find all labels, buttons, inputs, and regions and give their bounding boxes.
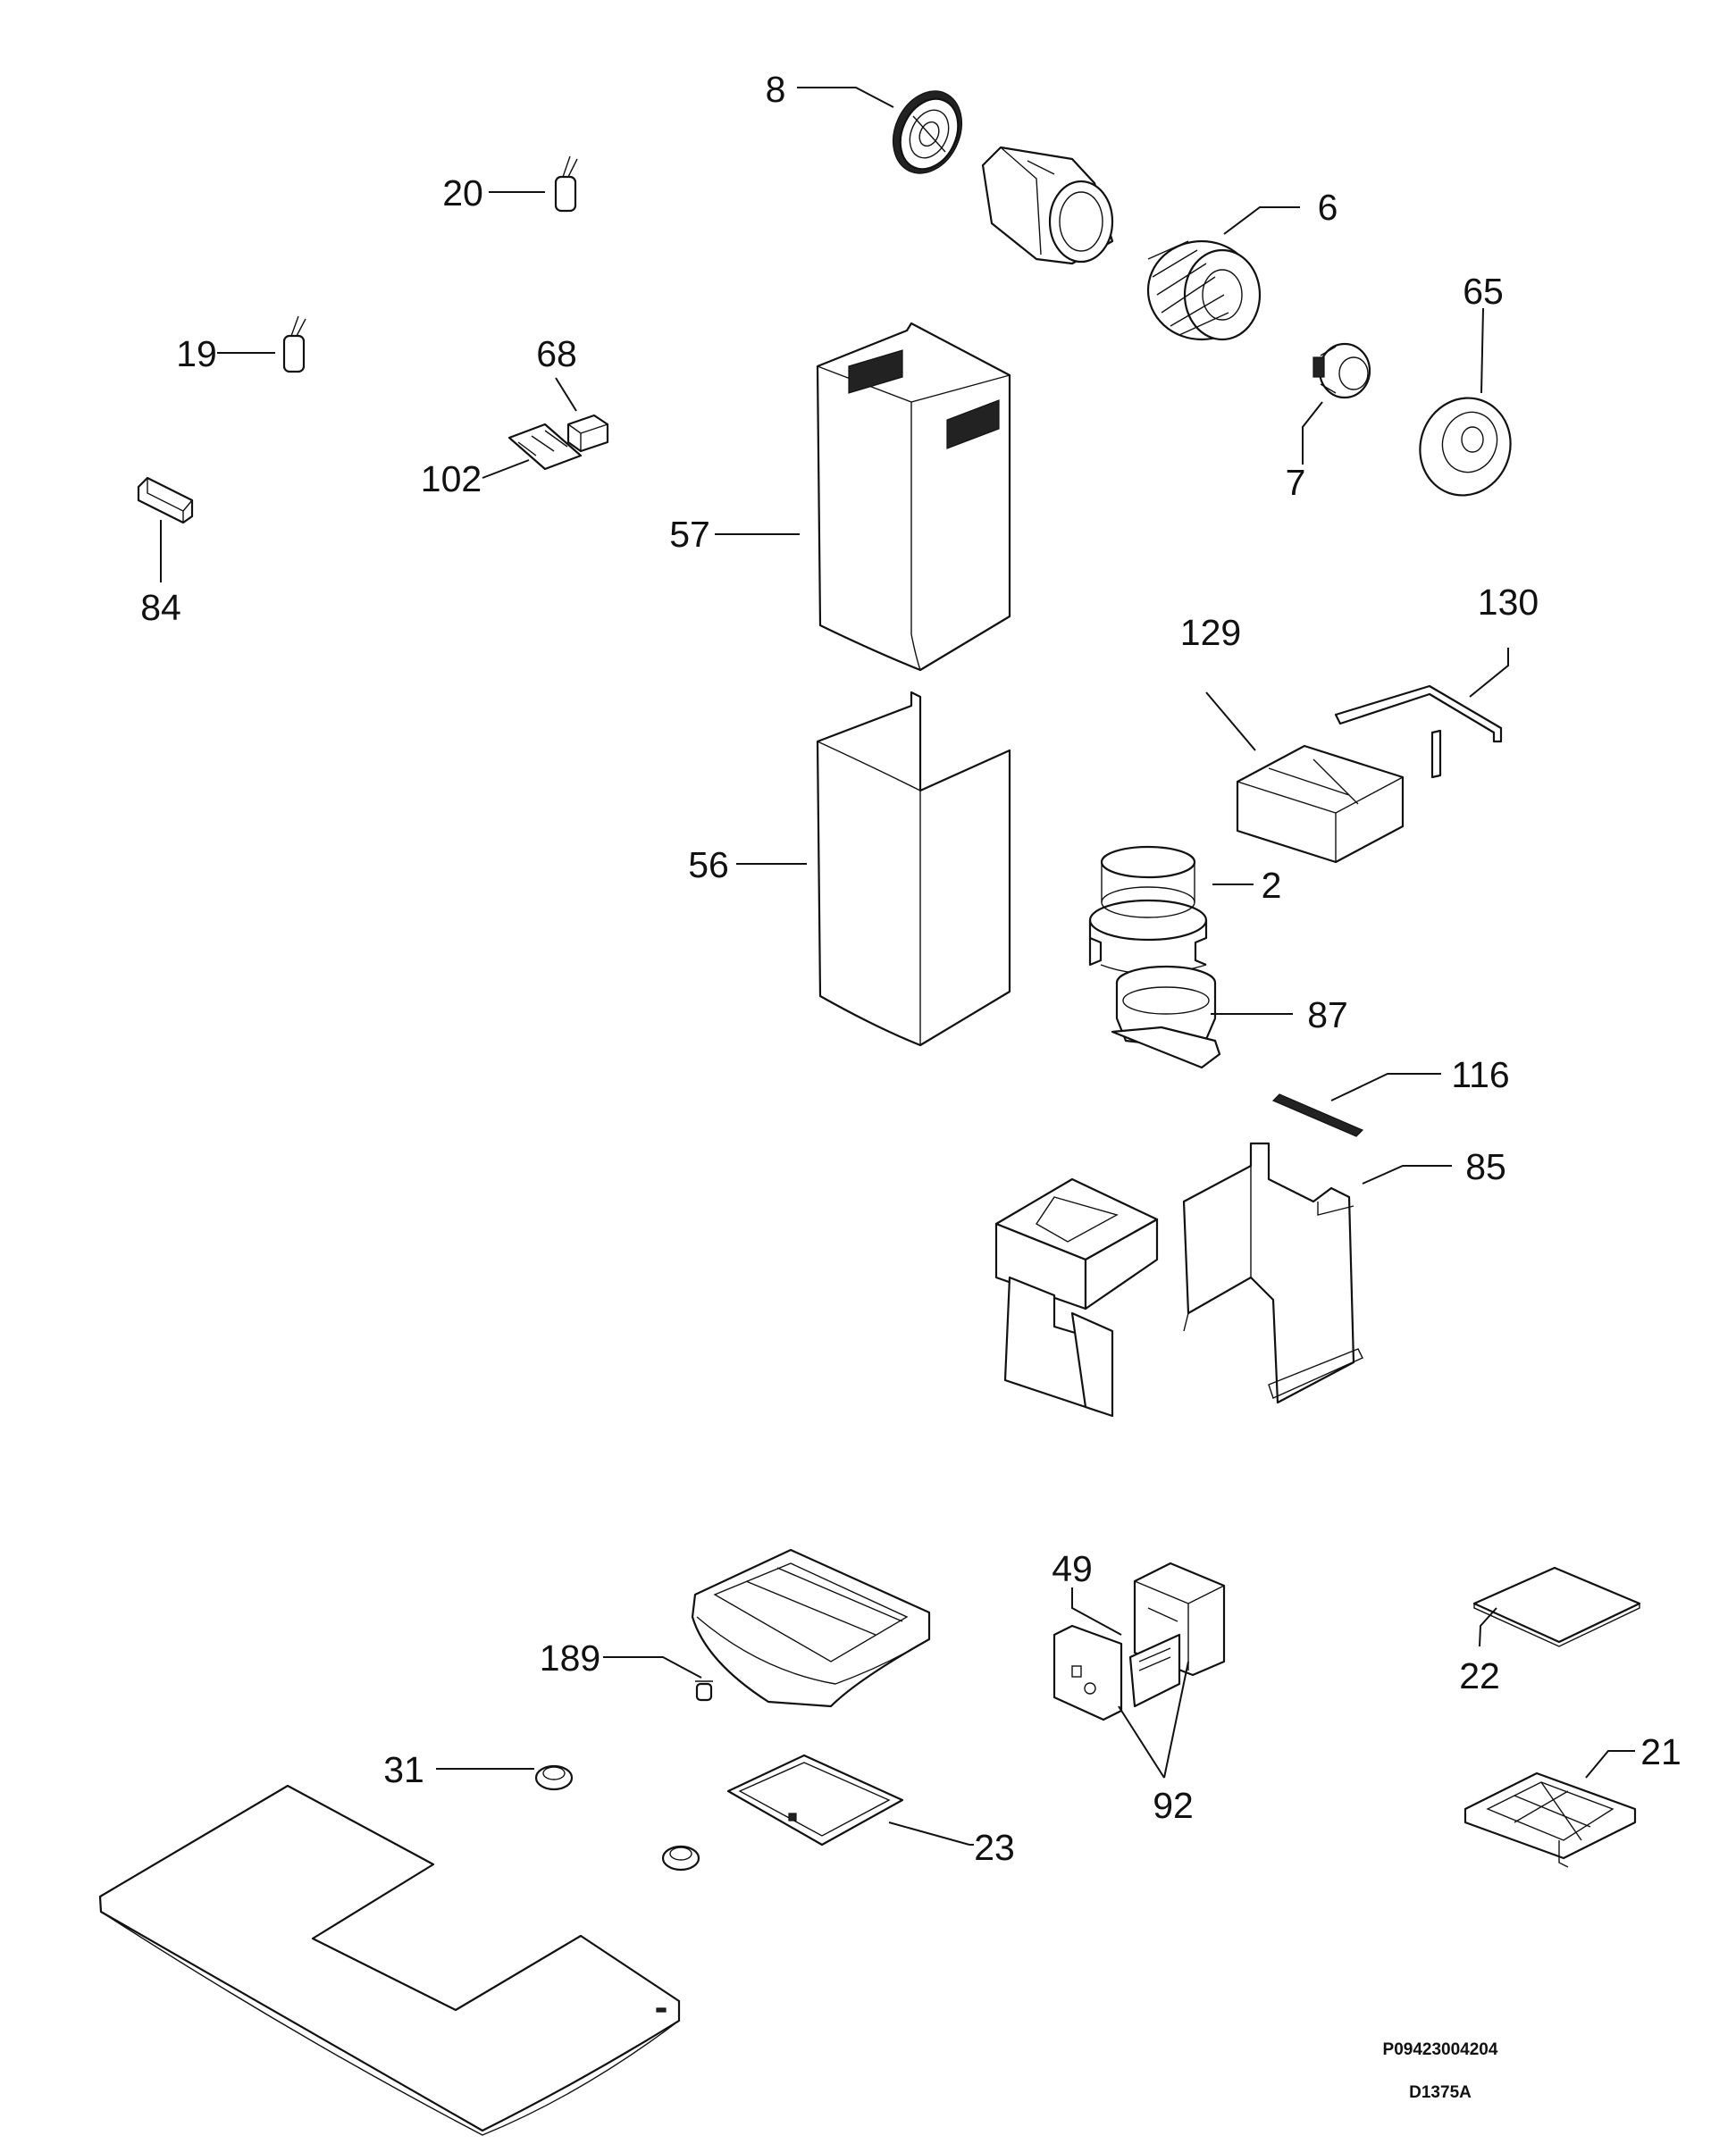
part-20-capacitor bbox=[554, 155, 578, 213]
part-31-knob bbox=[534, 1764, 574, 1791]
part-130-bracket bbox=[1334, 684, 1503, 779]
part-left-support bbox=[994, 1177, 1159, 1418]
part-21-filter-holder bbox=[1463, 1771, 1637, 1868]
revision-code: D1375A bbox=[1409, 2083, 1472, 2102]
part-92-control-board bbox=[1053, 1624, 1181, 1721]
part-129-deflector-box bbox=[1236, 744, 1405, 864]
leader-lines bbox=[160, 87, 1635, 1846]
part-6-fan-wheel bbox=[1146, 239, 1262, 341]
callout-6: 6 bbox=[1318, 187, 1338, 228]
callout-22: 22 bbox=[1459, 1655, 1500, 1696]
callout-23: 23 bbox=[974, 1827, 1015, 1868]
callout-65: 65 bbox=[1463, 271, 1504, 312]
part-102-terminal-block bbox=[507, 423, 583, 471]
callout-129: 129 bbox=[1180, 612, 1241, 653]
callout-20: 20 bbox=[442, 172, 483, 214]
part-2-flange bbox=[1088, 845, 1208, 975]
part-85-right-support bbox=[1182, 1142, 1363, 1404]
part-8-round-filter bbox=[892, 90, 963, 174]
part-84-lamp bbox=[137, 476, 194, 524]
callout-84: 84 bbox=[140, 587, 181, 628]
callout-19: 19 bbox=[176, 333, 217, 374]
callout-31: 31 bbox=[383, 1749, 424, 1790]
callout-57: 57 bbox=[669, 514, 710, 555]
part-22-filter-sheet bbox=[1472, 1566, 1641, 1647]
callout-92: 92 bbox=[1153, 1785, 1194, 1826]
part-189-lamp bbox=[695, 1680, 713, 1702]
callout-68: 68 bbox=[536, 333, 577, 374]
part-glass-canopy bbox=[98, 1784, 681, 2136]
callout-21: 21 bbox=[1640, 1731, 1681, 1772]
callout-49: 49 bbox=[1052, 1548, 1093, 1589]
callout-8: 8 bbox=[766, 69, 786, 110]
callout-56: 56 bbox=[688, 844, 729, 885]
part-65-motor-plate bbox=[1419, 397, 1512, 497]
part-87-adapter bbox=[1111, 965, 1221, 1069]
callout-102: 102 bbox=[421, 458, 482, 499]
part-23-light-cover bbox=[726, 1754, 904, 1847]
part-7-motor bbox=[1312, 342, 1371, 399]
callout-189: 189 bbox=[540, 1637, 600, 1679]
part-116-strip bbox=[1271, 1093, 1364, 1137]
callout-130: 130 bbox=[1478, 582, 1539, 623]
drawing-number: P09423004204 bbox=[1383, 2040, 1498, 2059]
callout-87: 87 bbox=[1307, 994, 1348, 1035]
part-control-frame bbox=[691, 1548, 931, 1708]
part-68-relay bbox=[566, 414, 609, 453]
callout-85: 85 bbox=[1465, 1146, 1506, 1187]
callout-labels: 8 20 6 65 19 68 7 102 57 84 129 130 56 2… bbox=[140, 69, 1681, 1868]
callout-116: 116 bbox=[1451, 1054, 1509, 1095]
part-knob-second bbox=[661, 1845, 700, 1872]
callout-7: 7 bbox=[1286, 462, 1306, 503]
part-56-lower-chimney bbox=[816, 691, 1011, 1047]
part-57-upper-chimney bbox=[816, 322, 1011, 672]
part-fan-housing bbox=[981, 146, 1114, 265]
part-19-capacitor bbox=[282, 315, 306, 373]
callout-2: 2 bbox=[1262, 865, 1282, 906]
